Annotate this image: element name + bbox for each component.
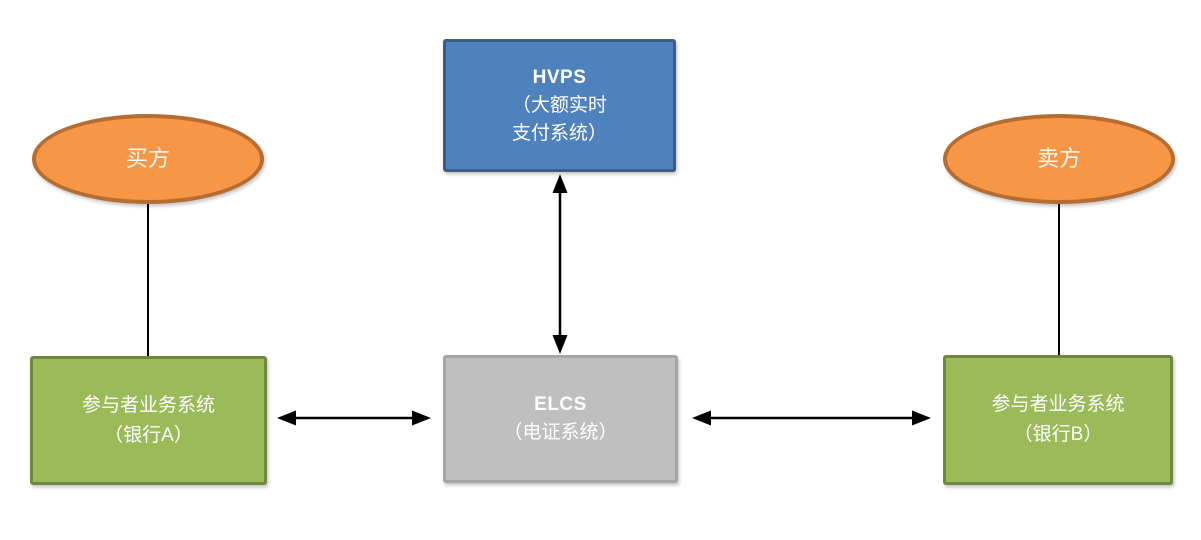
node-elcs-title: ELCS [534,394,587,415]
node-hvps-title: HVPS [532,66,587,88]
node-hvps-subtitle-line2: 支付系统） [511,122,607,144]
node-elcs-subtitle: （电证系统） [503,422,618,443]
connector-elcs-bankb [692,410,931,426]
node-elcs: ELCS （电证系统） [443,355,678,483]
node-bank-b: 参与者业务系统 （银行B） [943,355,1173,485]
node-buyer: 买方 [32,114,264,204]
connector-banka-elcs [277,410,431,426]
node-bank-b-line1: 参与者业务系统 [991,394,1125,415]
node-hvps: HVPS （大额实时 支付系统） [443,39,676,172]
connector-hvps-elcs [552,174,568,354]
node-bank-a: 参与者业务系统 （银行A） [30,356,267,485]
node-bank-a-line2: （银行A） [104,424,193,446]
node-seller-label: 卖方 [1036,146,1081,171]
node-bank-a-line1: 参与者业务系统 [81,394,215,416]
node-buyer-label: 买方 [125,146,170,171]
node-hvps-subtitle-line1: （大额实时 [511,94,607,116]
node-seller: 卖方 [943,114,1175,204]
node-bank-b-line2: （银行B） [1013,424,1103,445]
